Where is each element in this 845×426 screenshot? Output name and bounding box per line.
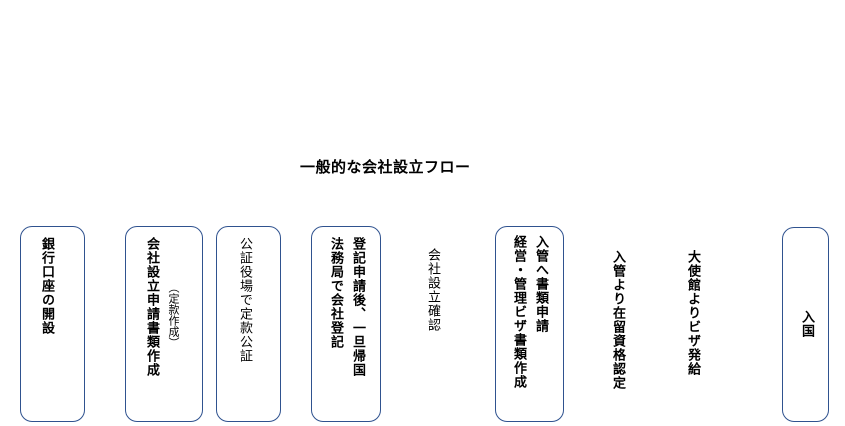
step-bank-account-label: 銀行口座の開設 [39,237,54,335]
step-articles-note: （定款作成） [167,282,180,348]
diagram-title: 一般的な会社設立フロー [300,158,471,176]
step-registration-line-1: 登記申請後、一旦帰国 [350,237,365,377]
step-entry: 入国 [782,227,829,422]
step-registration-line-2: 法務局で会社登記 [328,237,343,349]
step-bank-account: 銀行口座の開設 [20,226,85,422]
step-coe-label: 入管より在留資格認定 [610,250,625,390]
step-notary-label: 公証役場で定款公証 [237,237,252,363]
step-registration: 登記申請後、一旦帰国 法務局で会社登記 [311,226,381,422]
step-embassy-label: 大使館よりビザ発給 [685,250,700,376]
step-confirm-label: 会社設立確認 [425,248,440,332]
step-articles-label: 会社設立申請書類作成 [144,237,159,377]
step-visa-docs: 入管へ書類申請 経営・管理ビザ書類作成 [495,226,564,422]
step-articles: 会社設立申請書類作成 （定款作成） [125,226,203,422]
step-notary: 公証役場で定款公証 [216,226,281,422]
step-entry-label: 入国 [799,310,814,338]
step-visa-docs-line-1: 入管へ書類申請 [533,235,548,333]
step-visa-docs-line-2: 経営・管理ビザ書類作成 [511,235,526,389]
